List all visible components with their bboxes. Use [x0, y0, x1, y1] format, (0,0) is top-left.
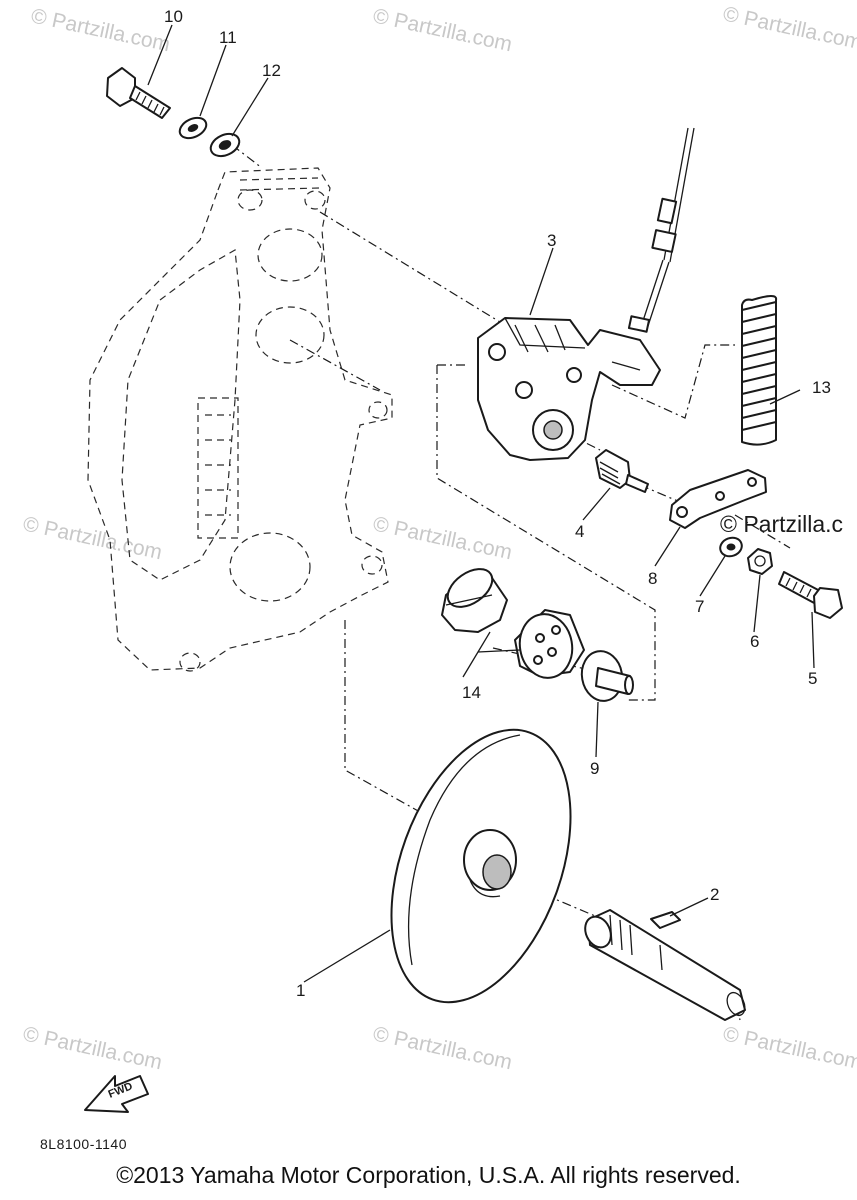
callout-13: 13	[812, 378, 831, 397]
watermark: © Partzilla.com	[21, 512, 164, 564]
callout-7: 7	[695, 597, 704, 616]
drive-shaft	[584, 909, 746, 1021]
spring-13	[741, 295, 778, 446]
callout-3: 3	[547, 231, 556, 250]
callout-12: 12	[262, 61, 281, 80]
callout-leaders	[147, 24, 815, 983]
lock-washer-11	[178, 116, 208, 140]
key-2	[650, 911, 681, 929]
engine-case-outline	[87, 167, 393, 672]
callouts: 10 11 12 3 13 4 8 7 6 5 14 9 2 1	[164, 7, 831, 1000]
sheave-1	[390, 728, 572, 1004]
throttle-cable	[627, 127, 695, 333]
bolt-10	[106, 67, 171, 119]
watermark: © Partzilla.com	[29, 4, 172, 56]
diagram-code: 8L8100-1140	[40, 1136, 127, 1152]
callout-2: 2	[710, 885, 719, 904]
watermark: © Partzilla.com	[721, 1022, 857, 1074]
callout-9: 9	[590, 759, 599, 778]
watermark: © Partzilla.com	[371, 1022, 514, 1074]
callout-11: 11	[219, 28, 237, 47]
watermark: © Partzilla.com	[721, 2, 857, 54]
weight-holder-14	[514, 609, 585, 679]
nut-6	[747, 548, 773, 575]
fwd-arrow-icon: FWD	[84, 1075, 149, 1113]
callout-14: 14	[462, 683, 481, 702]
gear-shaft-4	[595, 449, 649, 493]
washer-12	[209, 132, 241, 158]
lever-8	[669, 469, 767, 529]
callout-4: 4	[575, 522, 584, 541]
callout-6: 6	[750, 632, 759, 651]
callout-1: 1	[296, 981, 305, 1000]
callout-10: 10	[164, 7, 183, 26]
washer-7	[719, 536, 743, 558]
watermark: © Partzilla.com	[21, 1022, 164, 1074]
plunger-9	[580, 650, 634, 702]
callout-5: 5	[808, 669, 817, 688]
watermark: © Partzilla.com	[371, 512, 514, 564]
bolt-5	[778, 571, 843, 619]
copyright-notice: ©2013 Yamaha Motor Corporation, U.S.A. A…	[116, 1162, 741, 1188]
callout-8: 8	[648, 569, 657, 588]
governor-cup-14	[441, 568, 508, 633]
watermark-partial: © Partzilla.c	[720, 511, 843, 537]
watermark: © Partzilla.com	[371, 4, 514, 56]
governor-housing-3	[477, 317, 661, 461]
